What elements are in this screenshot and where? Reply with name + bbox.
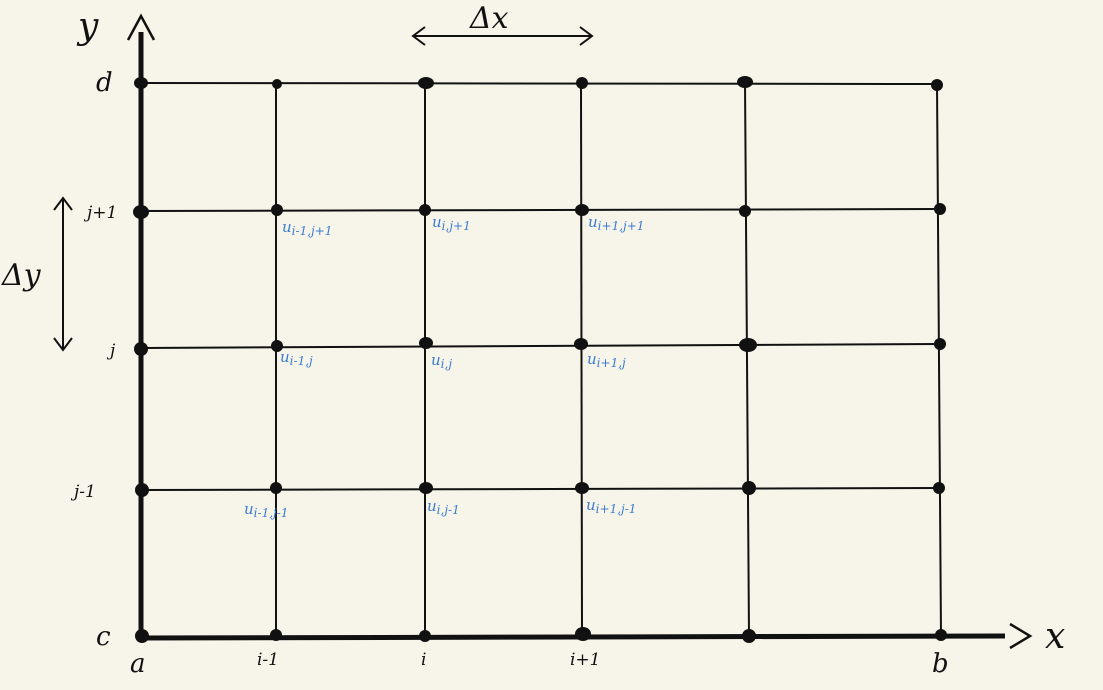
grid-node (270, 482, 282, 494)
grid-node (931, 79, 943, 91)
y-tick-j: j (106, 341, 116, 361)
grid-node (135, 483, 149, 497)
grid-node (419, 204, 431, 216)
node-label-u-im1-jp1: ui-1,j+1 (282, 218, 332, 238)
grid-nodes (133, 76, 947, 643)
x-axis-label: x (1045, 616, 1065, 657)
delta-x-label: Δx (469, 1, 509, 36)
x-axis-arrowhead (1009, 622, 1033, 650)
grid-node (418, 77, 434, 89)
grid-node (575, 204, 589, 216)
grid-node (742, 629, 756, 643)
grid-line-b (936, 83, 942, 637)
node-label-u-i-jm1: ui,j-1 (427, 497, 460, 517)
grid-line-j-plus-1 (140, 208, 941, 212)
y-tick-j-plus-1: j+1 (83, 203, 117, 223)
grid-line-d (140, 82, 939, 85)
grid-node (575, 482, 589, 494)
grid-node (737, 76, 753, 88)
grid-node (133, 205, 149, 219)
y-start-label: c (96, 622, 111, 652)
delta-y-label: Δy (1, 258, 42, 293)
grid-node (419, 630, 431, 642)
grid-line-j-minus-1 (140, 487, 941, 491)
node-label-u-ip1-jm1: ui+1,j-1 (586, 496, 636, 516)
x-axis (140, 633, 1006, 641)
node-label-u-ip1-jp1: ui+1,j+1 (588, 213, 644, 233)
grid-node (272, 79, 282, 89)
x-tick-i-minus-1: i-1 (257, 650, 279, 670)
grid-node (739, 205, 751, 217)
grid-node (419, 482, 433, 494)
y-tick-j-minus-1: j-1 (70, 482, 96, 502)
grid-node (934, 338, 946, 350)
grid-node (934, 203, 946, 215)
grid-line-i-plus-1 (580, 82, 583, 637)
grid-node (135, 629, 149, 643)
grid-node (574, 338, 588, 350)
grid-node (271, 204, 283, 216)
grid-node (271, 340, 283, 352)
y-axis-label: y (76, 6, 99, 47)
delta-x-arrowhead-left (411, 26, 426, 46)
x-tick-i-plus-1: i+1 (570, 650, 601, 670)
x-end-label: b (932, 649, 949, 679)
grid-node (270, 629, 282, 641)
y-end-label: d (96, 68, 113, 98)
grid-node (576, 77, 588, 89)
node-label-u-i-jp1: ui,j+1 (432, 213, 471, 233)
node-label-u-ip1-j: ui+1,j (587, 350, 626, 370)
grid-node (935, 629, 947, 641)
x-start-label: a (130, 649, 146, 679)
grid-node (739, 338, 757, 352)
y-axis-arrowhead (126, 13, 156, 41)
delta-x-arrowhead-right (579, 26, 594, 46)
grid-node (134, 342, 148, 356)
grid-node (134, 77, 148, 89)
grid-node (419, 337, 433, 349)
grid-node (742, 481, 756, 495)
node-label-u-im1-j: ui-1,j (280, 348, 313, 368)
delta-y-arrowhead-top (53, 196, 73, 211)
node-label-u-im1-jm1: ui-1,j-1 (244, 500, 288, 520)
grid-line-col-5 (744, 81, 750, 637)
node-label-u-i-j: ui,j (431, 351, 452, 371)
delta-y-arrowhead-bottom (53, 337, 73, 352)
grid-node (575, 627, 591, 641)
x-tick-i: i (421, 650, 426, 670)
grid-node (933, 482, 945, 494)
grid-line-j (140, 343, 941, 349)
